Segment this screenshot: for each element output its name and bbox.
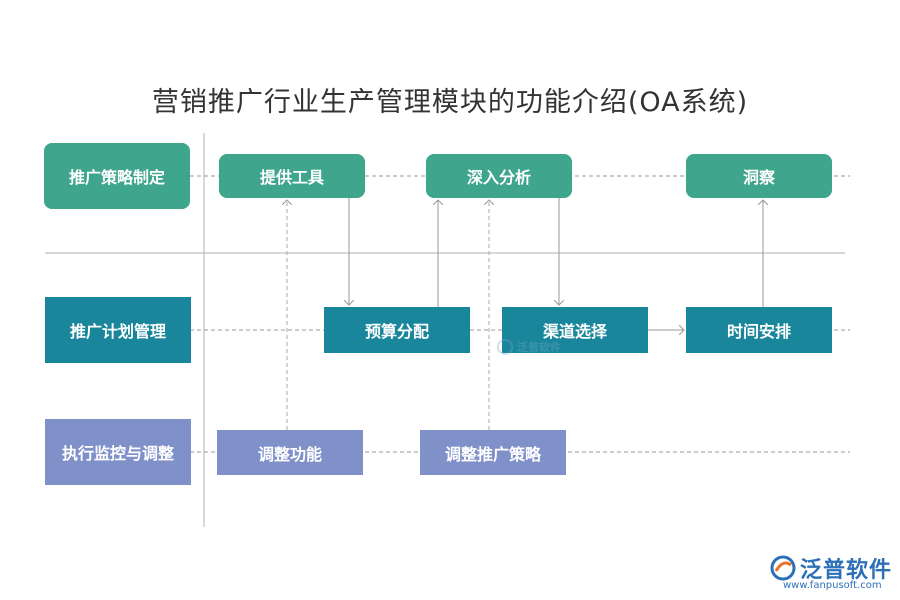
page-title: 营销推广行业生产管理模块的功能介绍(OA系统) — [151, 87, 749, 118]
node-insight: 洞察 — [686, 154, 832, 198]
node-channel: 渠道选择 — [502, 307, 648, 353]
row-label-monitor: 执行监控与调整 — [45, 419, 191, 485]
brand-name: 泛普软件 — [800, 558, 893, 583]
node-analysis: 深入分析 — [426, 154, 572, 198]
node-adjust-function: 调整功能 — [217, 430, 363, 475]
brand-logo: 泛普软件 — [770, 552, 892, 584]
node-budget: 预算分配 — [324, 307, 470, 353]
node-tools: 提供工具 — [219, 154, 365, 198]
watermark-logo-icon — [497, 339, 513, 355]
watermark-text: 泛普软件 — [517, 341, 561, 354]
brand-logo-icon — [770, 555, 796, 581]
brand-url: www.fanpusoft.com — [783, 580, 882, 591]
row-label-strategy: 推广策略制定 — [44, 143, 190, 209]
row-label-plan: 推广计划管理 — [45, 297, 191, 363]
node-schedule: 时间安排 — [686, 307, 832, 353]
node-adjust-strategy: 调整推广策略 — [420, 430, 566, 475]
watermark: 泛普软件 — [497, 336, 597, 358]
